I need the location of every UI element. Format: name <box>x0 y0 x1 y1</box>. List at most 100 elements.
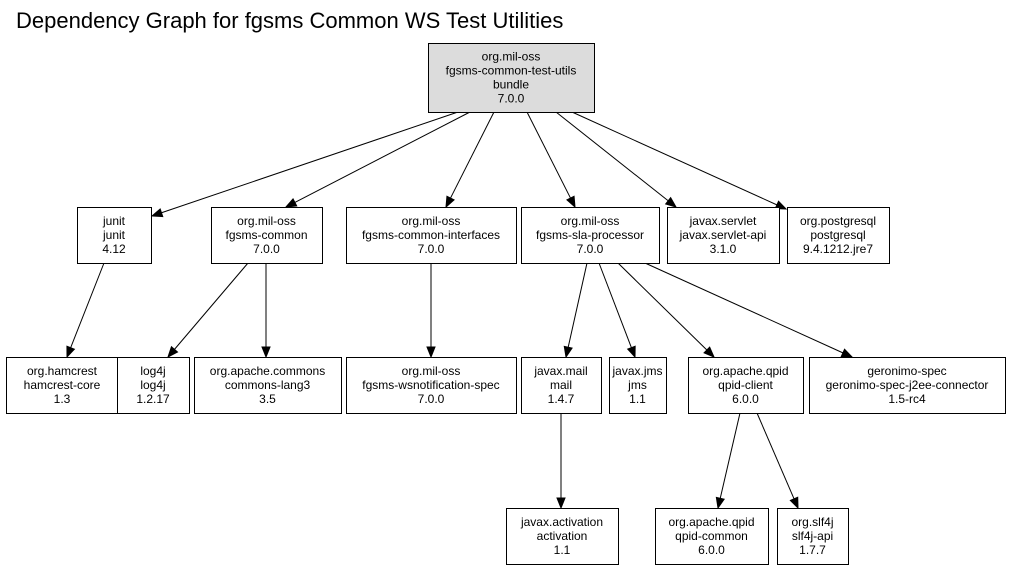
node-label-line: 7.0.0 <box>418 392 445 406</box>
node-label-line: 1.2.17 <box>136 392 170 406</box>
edge-root-to-junit <box>161 111 459 214</box>
edge-arrowhead <box>261 346 271 359</box>
node-label-line: org.apache.qpid <box>702 364 788 378</box>
node-box <box>521 357 602 414</box>
node-box <box>346 357 517 414</box>
node-label-line: activation <box>537 529 588 543</box>
node-box <box>428 43 595 113</box>
node-box <box>194 357 342 414</box>
node-label-line: 3.5 <box>259 392 276 406</box>
node-label-line: qpid-client <box>718 378 773 392</box>
node-label-line: org.mil-oss <box>402 364 461 378</box>
node-label-line: 1.7.7 <box>799 543 826 557</box>
node-label-line: 1.5-rc4 <box>888 392 926 406</box>
edge-root-to-servlet <box>555 111 669 202</box>
edge-arrowhead <box>789 496 799 510</box>
node-label-line: javax.mail <box>533 364 587 378</box>
edge-arrowhead <box>445 195 455 209</box>
edges-layer <box>66 111 854 510</box>
edge-arrowhead <box>167 345 179 359</box>
node-label-line: junit <box>102 214 126 228</box>
node-label-line: javax.jms <box>611 364 662 378</box>
edge-sla-to-jms <box>598 262 632 348</box>
edge-arrowhead <box>626 345 636 359</box>
node-label-line: fgsms-common-test-utils <box>446 64 577 78</box>
edge-arrowhead <box>703 346 715 358</box>
node-label-line: 7.0.0 <box>498 92 525 106</box>
node-label-line: geronimo-spec <box>867 364 946 378</box>
node-label-line: org.postgresql <box>800 214 876 228</box>
graph-title: Dependency Graph for fgsms Common WS Tes… <box>16 8 564 33</box>
edge-root-to-common <box>294 111 471 203</box>
node-label-line: org.mil-oss <box>237 214 296 228</box>
edge-arrowhead <box>66 345 76 359</box>
node-label-line: postgresql <box>810 228 865 242</box>
node-label-line: javax.servlet-api <box>679 228 767 242</box>
node-label-line: 7.0.0 <box>418 242 445 256</box>
node-label-line: log4j <box>140 378 165 392</box>
node-box <box>521 207 660 264</box>
node-label-line: hamcrest-core <box>24 378 101 392</box>
node-root: org.mil-ossfgsms-common-test-utilsbundle… <box>428 43 595 113</box>
node-label-line: mail <box>550 378 572 392</box>
edge-arrowhead <box>556 497 566 510</box>
edge-root-to-sla <box>526 111 571 199</box>
node-label-line: 1.1 <box>554 543 571 557</box>
node-label-line: 4.12 <box>102 242 126 256</box>
node-label-line: 9.4.1212.jre7 <box>803 242 873 256</box>
node-label-line: javax.servlet <box>689 214 757 228</box>
edge-arrowhead <box>840 348 854 358</box>
node-label-line: fgsms-common-interfaces <box>362 228 500 242</box>
node-geronimo: geronimo-specgeronimo-spec-j2ee-connecto… <box>809 357 1006 414</box>
node-box <box>346 207 517 264</box>
node-label-line: fgsms-common <box>225 228 307 242</box>
edge-qpidclient-to-qpidcommon <box>719 412 741 499</box>
node-label-line: javax.activation <box>520 515 603 529</box>
edge-arrowhead <box>150 208 164 218</box>
node-label-line: 7.0.0 <box>577 242 604 256</box>
node-label-line: qpid-common <box>675 529 748 543</box>
node-label-line: org.apache.qpid <box>668 515 754 529</box>
edge-sla-to-geronimo <box>644 262 844 354</box>
nodes-layer: org.mil-ossfgsms-common-test-utilsbundle… <box>6 43 1006 565</box>
node-label-line: 6.0.0 <box>732 392 759 406</box>
edge-qpidclient-to-slf4j <box>756 412 795 500</box>
node-label-line: fgsms-wsnotification-spec <box>362 378 499 392</box>
edge-sla-to-mail <box>567 262 588 348</box>
node-label-line: org.apache.commons <box>210 364 325 378</box>
node-label-line: slf4j-api <box>792 529 833 543</box>
node-label-line: 3.1.0 <box>710 242 737 256</box>
node-box <box>777 508 849 565</box>
node-box <box>609 357 667 414</box>
node-label-line: org.slf4j <box>791 515 833 529</box>
node-box <box>667 207 780 264</box>
node-box <box>117 357 190 414</box>
edge-sla-to-qpidclient <box>617 262 708 351</box>
node-label-line: 1.1 <box>629 392 646 406</box>
edge-junit-to-hamcrest <box>70 262 105 348</box>
node-box <box>688 357 804 414</box>
node-label-line: 7.0.0 <box>253 242 280 256</box>
node-label-line: org.mil-oss <box>482 50 541 64</box>
node-label-line: log4j <box>140 364 165 378</box>
node-box <box>787 207 890 264</box>
edge-common-to-log4j <box>174 262 249 350</box>
node-label-line: org.hamcrest <box>27 364 98 378</box>
node-label-line: org.mil-oss <box>402 214 461 228</box>
node-wsnotification: org.mil-ossfgsms-wsnotification-spec7.0.… <box>346 357 517 414</box>
node-label-line: 6.0.0 <box>698 543 725 557</box>
node-box <box>77 207 152 264</box>
